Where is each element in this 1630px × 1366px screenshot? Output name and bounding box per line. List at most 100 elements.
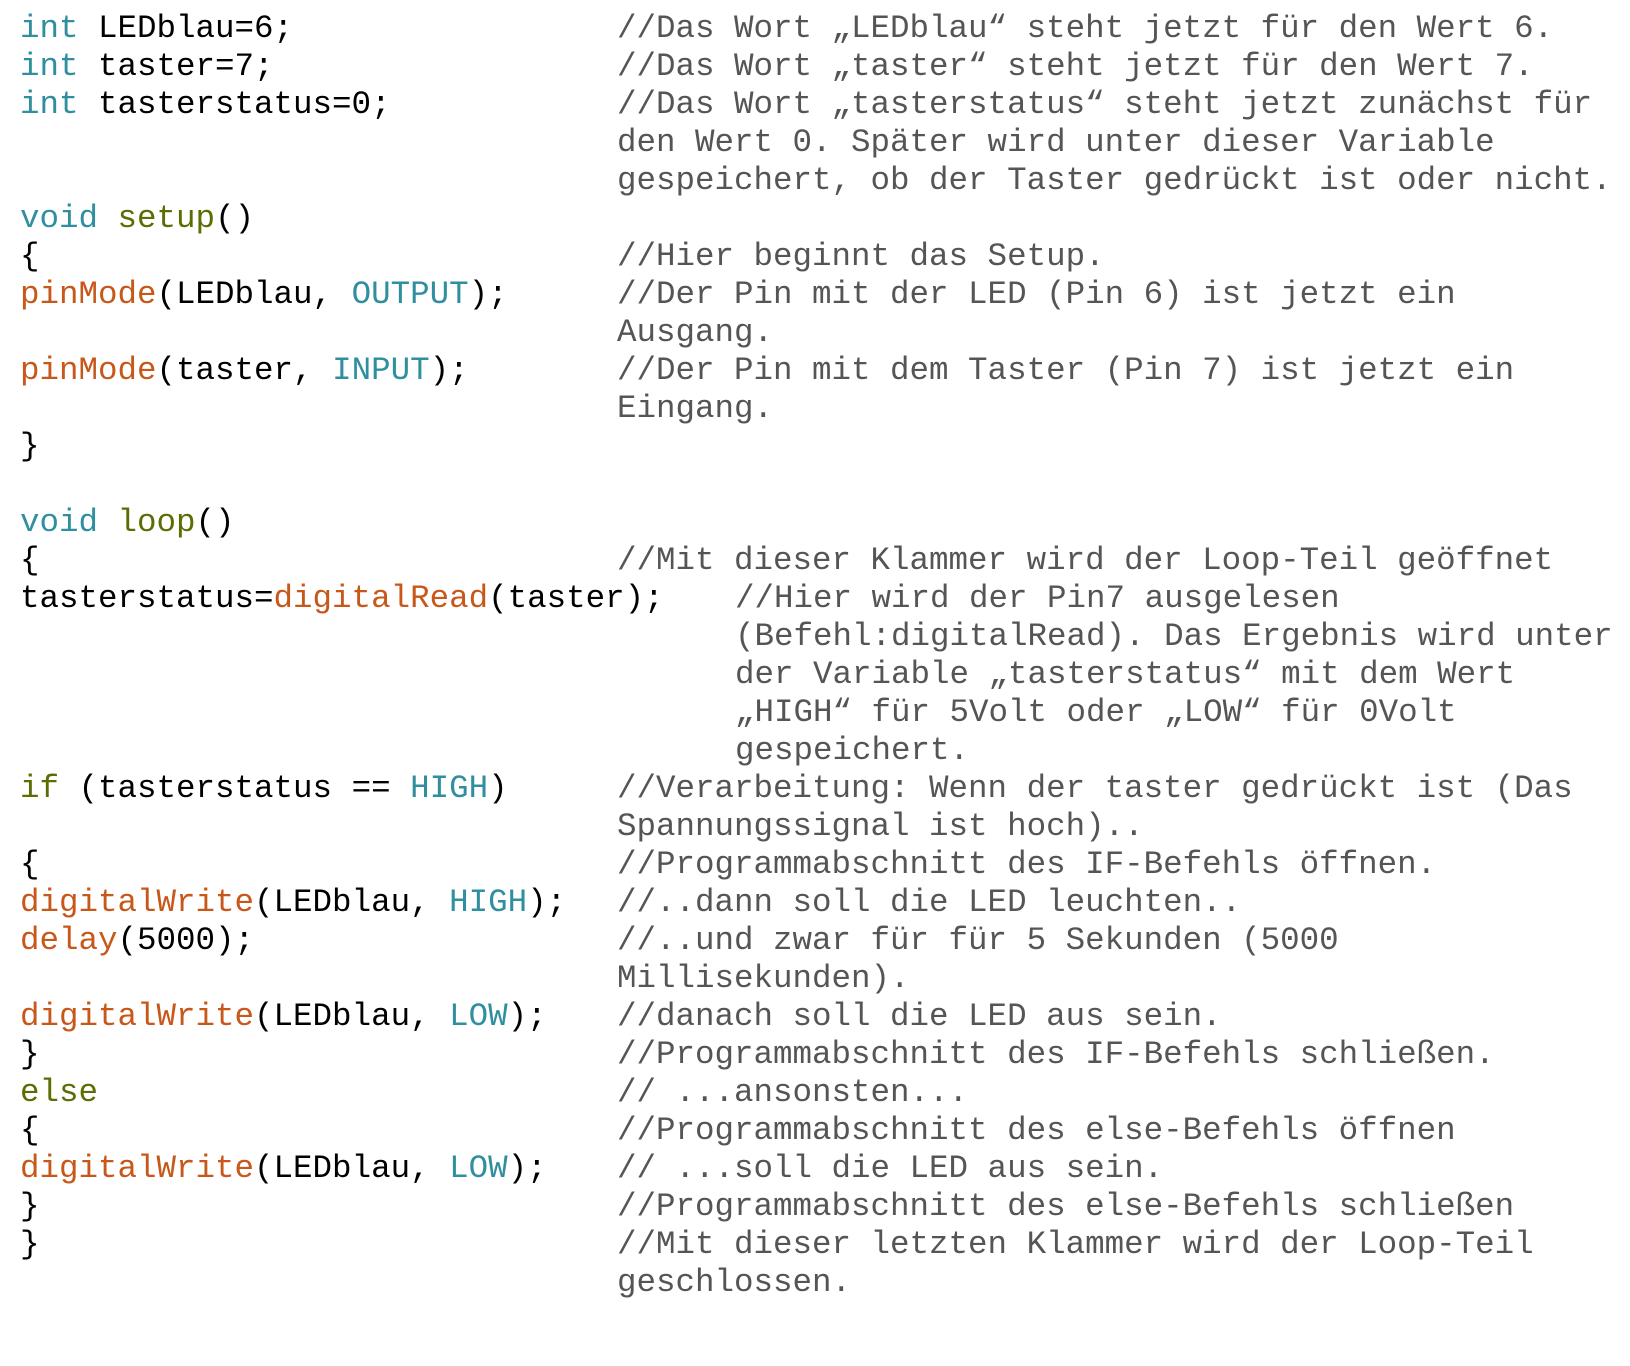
- code-segment: {: [20, 846, 40, 883]
- constant: HIGH: [410, 770, 489, 807]
- code-segment: else: [20, 1074, 617, 1112]
- line-comment: //Der Pin mit der LED (Pin 6) ist jetzt …: [617, 276, 1476, 351]
- code-segment: void setup(): [20, 200, 617, 238]
- line-comment: //..und zwar für für 5 Sekunden (5000 Mi…: [617, 922, 1359, 997]
- code-text: );: [507, 998, 547, 1035]
- constant: LOW: [449, 998, 508, 1035]
- code-line: } //Mit dieser letzten Klammer wird der …: [20, 1226, 1620, 1302]
- type-keyword: int: [20, 10, 79, 47]
- code-segment: int tasterstatus=0;: [20, 86, 617, 200]
- code-line: void setup(): [20, 200, 1620, 238]
- code-line: { //Hier beginnt das Setup.: [20, 238, 1620, 276]
- code-line: int LEDblau=6; //Das Wort „LEDblau“ steh…: [20, 10, 1620, 48]
- code-segment: int LEDblau=6;: [20, 10, 617, 48]
- line-comment: //Hier beginnt das Setup.: [617, 238, 1105, 275]
- code-segment: {: [20, 542, 40, 579]
- code-segment: }: [20, 1226, 40, 1263]
- code-text: (LEDblau,: [254, 884, 450, 921]
- function-call: delay: [20, 922, 118, 959]
- code-text: (): [195, 504, 235, 541]
- code-text: (tasterstatus ==: [59, 770, 411, 807]
- line-comment: //Programmabschnitt des IF-Befehls schli…: [617, 1036, 1495, 1073]
- code-text: tasterstatus=: [20, 580, 274, 617]
- else-keyword: else: [20, 1074, 99, 1111]
- code-segment: {: [20, 1112, 40, 1149]
- function-call: digitalRead: [273, 580, 489, 617]
- code-line: void loop(): [20, 504, 1620, 542]
- line-comment: //danach soll die LED aus sein.: [617, 998, 1222, 1035]
- code-line: if (tasterstatus == HIGH) //Verarbeitung…: [20, 770, 1620, 846]
- code-segment: }: [20, 1036, 40, 1073]
- code-segment: {: [20, 238, 40, 275]
- code-line: } //Programmabschnitt des IF-Befehls sch…: [20, 1036, 1620, 1074]
- code-line: { //Programmabschnitt des IF-Befehls öff…: [20, 846, 1620, 884]
- blank-line: [20, 466, 1620, 504]
- code-text: (LEDblau,: [254, 998, 450, 1035]
- code-line: pinMode(taster, INPUT); //Der Pin mit de…: [20, 352, 1620, 428]
- code-text: );: [468, 276, 508, 313]
- code-line: int tasterstatus=0; //Das Wort „tasterst…: [20, 86, 1620, 200]
- function-name: loop: [117, 504, 196, 541]
- line-comment: //Das Wort „LEDblau“ steht jetzt für den…: [617, 10, 1554, 47]
- code-segment: }: [20, 428, 40, 465]
- constant: HIGH: [449, 884, 528, 921]
- code-text: taster=7;: [78, 48, 274, 85]
- code-line: digitalWrite(LEDblau, LOW); //danach sol…: [20, 998, 1620, 1036]
- line-comment: //Programmabschnitt des IF-Befehls öffne…: [617, 846, 1437, 883]
- code-line: else // ...ansonsten...: [20, 1074, 1620, 1112]
- constant: LOW: [449, 1150, 508, 1187]
- code-text: (LEDblau,: [156, 276, 352, 313]
- if-keyword: if: [20, 770, 60, 807]
- code-text: LEDblau=6;: [78, 10, 294, 47]
- type-keyword: int: [20, 48, 79, 85]
- type-keyword: int: [20, 86, 79, 123]
- code-line: digitalWrite(LEDblau, LOW); // ...soll d…: [20, 1150, 1620, 1188]
- code-segment: }: [20, 1188, 40, 1225]
- void-keyword: void: [20, 200, 99, 237]
- line-comment: // ...ansonsten...: [617, 1074, 969, 1111]
- code-line: delay(5000); //..und zwar für für 5 Seku…: [20, 922, 1620, 998]
- code-line: { //Programmabschnitt des else-Befehls ö…: [20, 1112, 1620, 1150]
- code-line: pinMode(LEDblau, OUTPUT); //Der Pin mit …: [20, 276, 1620, 352]
- code-text: ): [488, 770, 508, 807]
- code-segment: digitalWrite(LEDblau, LOW);: [20, 998, 617, 1036]
- line-comment: //Das Wort „tasterstatus“ steht jetzt zu…: [617, 86, 1612, 199]
- code-segment: pinMode(LEDblau, OUTPUT);: [20, 276, 617, 352]
- function-call: digitalWrite: [20, 884, 255, 921]
- line-comment: //Programmabschnitt des else-Befehls sch…: [617, 1188, 1515, 1225]
- code-line: tasterstatus=digitalRead(taster); //Hier…: [20, 580, 1620, 770]
- code-segment: digitalWrite(LEDblau, LOW);: [20, 1150, 617, 1188]
- code-text: (): [215, 200, 255, 237]
- code-segment: pinMode(taster, INPUT);: [20, 352, 617, 428]
- line-comment: //Das Wort „taster“ steht jetzt für den …: [617, 48, 1534, 85]
- line-comment: //Verarbeitung: Wenn der taster gedrückt…: [617, 770, 1593, 845]
- code-text: (taster,: [156, 352, 333, 389]
- line-comment: //Hier wird der Pin7 ausgelesen (Befehl:…: [735, 580, 1613, 769]
- code-line: digitalWrite(LEDblau, HIGH); //..dann so…: [20, 884, 1620, 922]
- code-listing: int LEDblau=6; //Das Wort „LEDblau“ steh…: [20, 10, 1620, 1302]
- line-comment: //Programmabschnitt des else-Befehls öff…: [617, 1112, 1456, 1149]
- code-text: );: [429, 352, 469, 389]
- code-text: );: [507, 1150, 547, 1187]
- constant: OUTPUT: [351, 276, 469, 313]
- code-text: tasterstatus=0;: [78, 86, 391, 123]
- code-line: { //Mit dieser Klammer wird der Loop-Tei…: [20, 542, 1620, 580]
- code-segment: tasterstatus=digitalRead(taster);: [20, 580, 735, 770]
- code-segment: delay(5000);: [20, 922, 617, 998]
- function-call: digitalWrite: [20, 1150, 255, 1187]
- code-line: } //Programmabschnitt des else-Befehls s…: [20, 1188, 1620, 1226]
- code-line: int taster=7; //Das Wort „taster“ steht …: [20, 48, 1620, 86]
- code-segment: int taster=7;: [20, 48, 617, 86]
- constant: INPUT: [332, 352, 430, 389]
- code-text: (LEDblau,: [254, 1150, 450, 1187]
- line-comment: //Mit dieser letzten Klammer wird der Lo…: [617, 1226, 1554, 1301]
- function-call: pinMode: [20, 352, 157, 389]
- line-comment: // ...soll die LED aus sein.: [617, 1150, 1164, 1187]
- code-segment: digitalWrite(LEDblau, HIGH);: [20, 884, 617, 922]
- line-comment: //..dann soll die LED leuchten..: [617, 884, 1242, 921]
- function-call: digitalWrite: [20, 998, 255, 1035]
- code-text: );: [527, 884, 567, 921]
- code-segment: void loop(): [20, 504, 617, 542]
- line-comment: //Mit dieser Klammer wird der Loop-Teil …: [617, 542, 1554, 579]
- void-keyword: void: [20, 504, 99, 541]
